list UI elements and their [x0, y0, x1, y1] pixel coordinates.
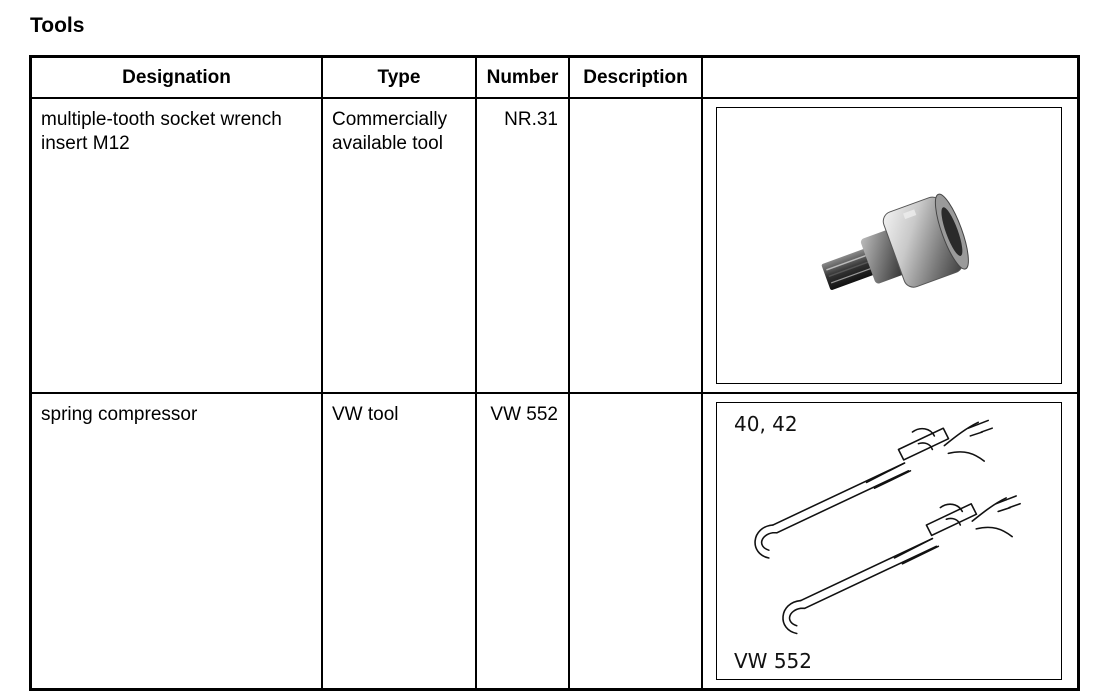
header-type: Type	[321, 58, 475, 99]
tools-table: Designation Type Number Description mult…	[29, 55, 1080, 691]
designation-cell: multiple-tooth socket wrench insert M12	[32, 99, 321, 394]
type-cell: Commercially available tool	[321, 99, 475, 394]
tool-image-frame: 40, 42 VW 552	[716, 402, 1062, 680]
socket-wrench-insert-icon	[821, 193, 969, 290]
number-cell: NR.31	[475, 99, 568, 394]
header-designation: Designation	[32, 58, 321, 99]
header-image	[701, 58, 1077, 99]
tool-image-frame	[716, 107, 1062, 384]
image-cell: 40, 42 VW 552	[701, 394, 1077, 688]
page-title: Tools	[30, 14, 85, 37]
part-number-label: 40, 42	[734, 412, 798, 436]
spring-compressor-icon	[754, 419, 1021, 635]
number-cell: VW 552	[475, 394, 568, 688]
description-cell	[568, 394, 701, 688]
image-cell	[701, 99, 1077, 394]
type-cell: VW tool	[321, 394, 475, 688]
tool-number-label: VW 552	[734, 649, 812, 673]
header-description: Description	[568, 58, 701, 99]
designation-cell: spring compressor	[41, 404, 198, 425]
header-number: Number	[475, 58, 568, 99]
description-cell	[568, 99, 701, 394]
